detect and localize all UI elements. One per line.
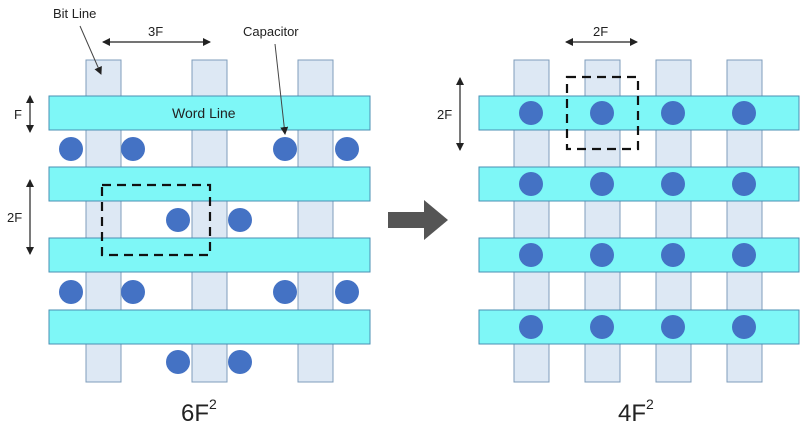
bit-line-leader bbox=[79, 25, 102, 75]
capacitor bbox=[732, 172, 756, 196]
dimension-2f-label: 2F bbox=[7, 210, 22, 225]
capacitor bbox=[661, 101, 685, 125]
capacitor bbox=[335, 137, 359, 161]
left-unit-cell-outline bbox=[100, 183, 212, 257]
capacitor bbox=[121, 137, 145, 161]
capacitor bbox=[166, 208, 190, 232]
capacitor bbox=[519, 101, 543, 125]
capacitor bbox=[519, 172, 543, 196]
right-layout-4f2: 2F 2F 4F2 bbox=[437, 24, 800, 427]
capacitor-label: Capacitor bbox=[243, 24, 299, 39]
capacitor bbox=[335, 280, 359, 304]
capacitor bbox=[166, 350, 190, 374]
capacitor bbox=[273, 137, 297, 161]
capacitor bbox=[661, 315, 685, 339]
word-line-label: Word Line bbox=[172, 105, 236, 121]
word-line bbox=[48, 309, 371, 345]
capacitor bbox=[590, 101, 614, 125]
right-area-caption: 4F2 bbox=[618, 396, 654, 427]
bit-line-label: Bit Line bbox=[53, 6, 96, 21]
capacitor bbox=[732, 101, 756, 125]
capacitor bbox=[121, 280, 145, 304]
capacitor bbox=[590, 172, 614, 196]
capacitor bbox=[732, 243, 756, 267]
capacitor bbox=[228, 208, 252, 232]
capacitor bbox=[519, 315, 543, 339]
left-layout-6f2: Word Line Bit Line Capacitor 3F F 2F 6F2 bbox=[7, 6, 371, 427]
capacitor bbox=[661, 243, 685, 267]
capacitor bbox=[590, 315, 614, 339]
capacitor bbox=[59, 280, 83, 304]
dimension-2f-top-label: 2F bbox=[593, 24, 608, 39]
capacitor bbox=[273, 280, 297, 304]
capacitor bbox=[661, 172, 685, 196]
right-arrow-icon bbox=[388, 200, 448, 240]
capacitor bbox=[519, 243, 543, 267]
dimension-2f-side-label: 2F bbox=[437, 107, 452, 122]
left-capacitors bbox=[59, 137, 359, 374]
capacitor bbox=[590, 243, 614, 267]
capacitor bbox=[59, 137, 83, 161]
capacitor bbox=[732, 315, 756, 339]
capacitor-leader bbox=[274, 43, 289, 135]
right-unit-cell-outline bbox=[565, 75, 640, 151]
word-line bbox=[48, 95, 371, 131]
left-area-caption: 6F2 bbox=[181, 396, 217, 427]
dimension-3f-label: 3F bbox=[148, 24, 163, 39]
capacitor bbox=[228, 350, 252, 374]
right-capacitors bbox=[519, 101, 756, 339]
dimension-f-label: F bbox=[14, 107, 22, 122]
